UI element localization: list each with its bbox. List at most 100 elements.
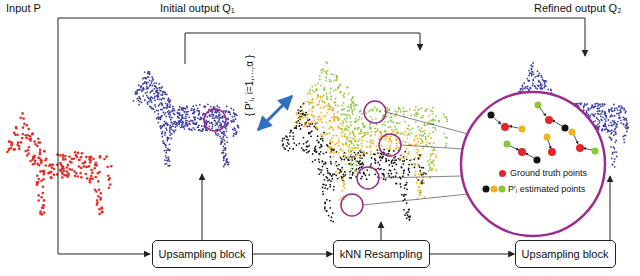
cloud-point (286, 145, 288, 147)
cloud-point (39, 212, 42, 215)
cloud-point (302, 116, 304, 118)
cloud-point (220, 130, 222, 132)
cloud-point (103, 158, 106, 161)
cloud-point (331, 141, 333, 143)
cloud-point (418, 158, 420, 160)
cloud-point (147, 87, 149, 89)
cloud-point (292, 148, 294, 150)
cloud-point (390, 140, 392, 142)
cloud-point (343, 93, 345, 95)
cloud-point (401, 155, 403, 157)
cloud-point (397, 131, 399, 133)
cloud-point (155, 106, 157, 108)
cloud-point (428, 115, 430, 117)
cloud-point (318, 101, 320, 103)
cloud-point (333, 102, 335, 104)
cloud-point (313, 106, 315, 108)
cloud-point (91, 178, 94, 181)
cloud-point (343, 144, 345, 146)
point-clouds (6, 61, 448, 222)
cloud-point (322, 193, 324, 195)
cloud-point (345, 127, 347, 129)
cloud-point (222, 146, 224, 148)
cloud-point (98, 188, 101, 191)
cloud-point (404, 151, 406, 153)
cloud-point (351, 99, 353, 101)
cloud-point (153, 82, 155, 84)
cloud-point (169, 104, 171, 106)
cloud-point (382, 173, 384, 175)
cloud-point (317, 96, 319, 98)
cloud-point (40, 179, 43, 182)
cloud-point (147, 72, 149, 74)
cloud-point (311, 121, 313, 123)
cloud-point (409, 129, 411, 131)
cloud-point (219, 112, 221, 114)
cloud-point (194, 128, 196, 130)
cloud-point (101, 206, 104, 209)
cloud-point (372, 119, 374, 121)
cloud-point (206, 116, 208, 118)
cloud-point (142, 78, 144, 80)
cloud-point (318, 173, 320, 175)
cloud-point (416, 182, 418, 184)
cloud-point (343, 108, 345, 110)
cloud-point (395, 159, 397, 161)
cloud-point (20, 141, 23, 144)
cloud-point (342, 131, 344, 133)
cloud-point (215, 134, 217, 136)
cloud-point (403, 170, 405, 172)
cloud-point (211, 110, 213, 112)
cloud-point (341, 104, 343, 106)
cloud-point (357, 145, 359, 147)
cloud-point (318, 159, 320, 161)
cloud-point (159, 90, 161, 92)
cloud-point (419, 170, 421, 172)
cloud-point (366, 141, 368, 143)
cloud-point (354, 158, 356, 160)
cloud-point (321, 135, 323, 137)
cloud-point (226, 158, 228, 160)
cloud-point (352, 96, 354, 98)
cloud-point (344, 183, 346, 185)
cloud-point (345, 157, 347, 159)
cloud-point (330, 80, 332, 82)
cloud-point (348, 140, 350, 142)
cloud-point (408, 153, 410, 155)
cloud-point (67, 172, 70, 175)
cloud-point (181, 126, 183, 128)
cloud-point (404, 214, 406, 216)
cloud-point (226, 141, 228, 143)
cloud-point (367, 133, 369, 135)
cloud-point (156, 90, 158, 92)
cloud-point (141, 102, 143, 104)
cloud-point (233, 127, 235, 129)
cloud-point (315, 151, 317, 153)
cloud-point (400, 154, 402, 156)
cloud-point (101, 211, 104, 214)
cloud-point (355, 170, 357, 172)
cloud-point (311, 86, 313, 88)
cloud-point (339, 172, 341, 174)
cloud-point (332, 156, 334, 158)
cloud-point (360, 163, 362, 165)
cloud-point (341, 169, 343, 171)
cloud-point (333, 119, 335, 121)
cloud-point (321, 169, 323, 171)
cloud-point (175, 126, 177, 128)
cloud-point (163, 124, 165, 126)
cloud-point (189, 129, 191, 131)
cloud-point (232, 121, 234, 123)
cloud-point (361, 143, 363, 145)
cloud-point (357, 127, 359, 129)
cloud-point (416, 148, 418, 150)
cloud-point (24, 134, 27, 137)
cloud-point (350, 164, 352, 166)
cloud-point (315, 122, 317, 124)
cloud-point (162, 91, 164, 93)
cloud-point (195, 123, 197, 125)
cloud-point (430, 169, 432, 171)
cloud-point (212, 114, 214, 116)
cloud-point (337, 111, 339, 113)
cloud-point (159, 87, 161, 89)
